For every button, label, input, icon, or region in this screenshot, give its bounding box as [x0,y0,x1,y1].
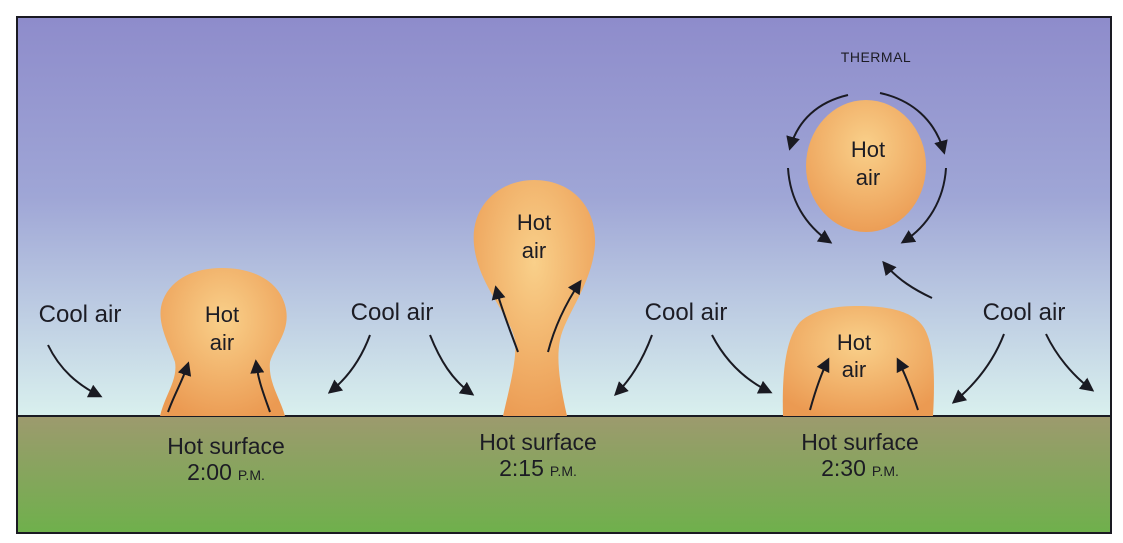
hot-air-label: Hot [851,137,885,162]
thermal-title: THERMAL [841,49,911,65]
hot-air-bubble-stage2 [473,180,596,416]
ground [18,416,1110,532]
hot-air-label: air [210,330,234,355]
updraft-arrow [896,357,919,411]
cool-air-label: Cool air [351,299,434,326]
hot-air-bubble-stage1 [160,268,287,416]
cool-air-arrow [47,344,103,398]
hot-surface-label: Hot surface [479,429,597,455]
hot-surface-label: Hot surface [801,429,919,455]
cool-air-arrow [429,334,475,396]
updraft-arrow [250,359,271,413]
updraft-arrow [167,361,192,413]
updraft-arrow [809,357,830,411]
cool-air-arrow [1045,333,1095,392]
hot-air-label: air [856,165,880,190]
circulation-arrow [879,92,948,155]
hot-air-dome-stage3 [782,306,934,416]
cool-air-arrow [327,334,371,394]
cool-air-arrow [614,334,653,396]
hot-air-label: Hot [837,330,871,355]
updraft-arrow [491,285,519,353]
hot-air-label: Hot [517,210,551,235]
hot-air-label: air [842,357,866,382]
cool-air-label: Cool air [983,299,1066,326]
rising-arrow [882,260,933,299]
hot-air-label: Hot [205,302,239,327]
updraft-arrow [547,279,582,353]
cool-air-arrow [711,334,773,394]
circulation-arrow [786,94,849,151]
thermal-hot-air-bubble [806,100,926,232]
hot-surface-label: Hot surface [167,433,285,459]
cool-air-label: Cool air [645,299,728,326]
circulation-arrow [900,167,947,244]
hot-air-label: air [522,238,546,263]
cool-air-arrow [951,333,1005,404]
circulation-arrow [787,167,833,244]
cool-air-label: Cool air [39,301,122,328]
